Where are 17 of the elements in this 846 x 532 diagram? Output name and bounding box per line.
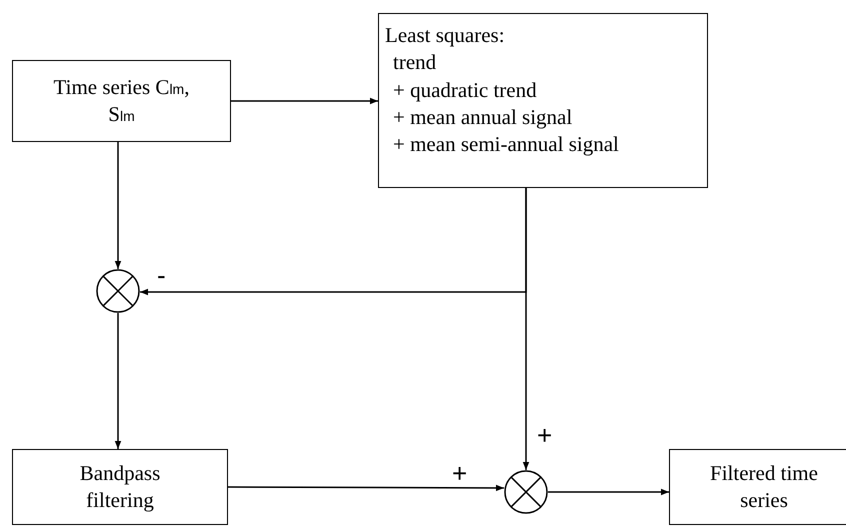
list-item: + mean annual signal: [392, 104, 572, 131]
arrow: [548, 488, 669, 496]
process-box: [669, 449, 846, 525]
process-box: [12, 60, 231, 142]
box-label: Least squares:: [385, 22, 505, 49]
arrow: [231, 98, 378, 104]
list-item: + quadratic trend: [392, 76, 537, 104]
box-label: Filtered time series: [709, 460, 819, 514]
process-box: [12, 449, 228, 525]
arrow: [114, 142, 122, 269]
arrow: [114, 313, 122, 449]
arrow: [522, 188, 530, 470]
arrow: [228, 484, 504, 492]
process-box: [378, 13, 708, 188]
list-item: + mean semi-annual signal: [392, 131, 619, 158]
list-item: trend: [392, 49, 436, 76]
box-label: Bandpass filtering: [78, 460, 162, 514]
